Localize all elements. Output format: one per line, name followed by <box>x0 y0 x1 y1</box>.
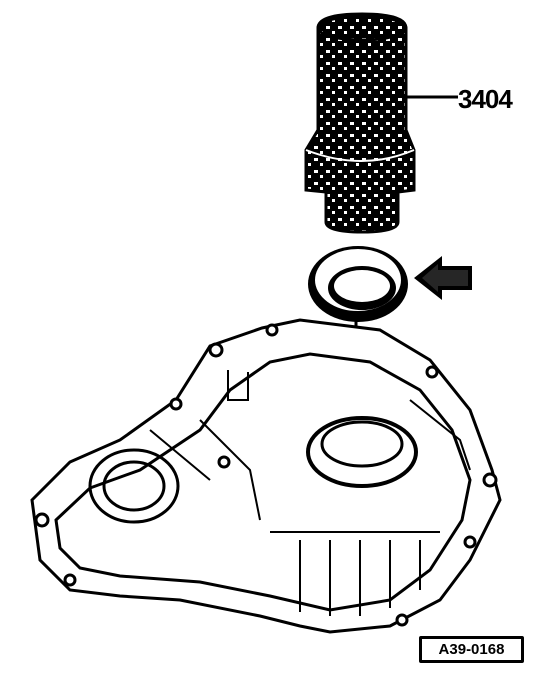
part-label-3404: 3404 <box>458 84 513 114</box>
press-tool-3404 <box>304 12 416 234</box>
figure-code-box: A39-0168 <box>419 636 524 663</box>
housing-cover <box>30 318 502 634</box>
arrow-right-icon <box>414 256 472 300</box>
seal-ring <box>308 246 408 322</box>
